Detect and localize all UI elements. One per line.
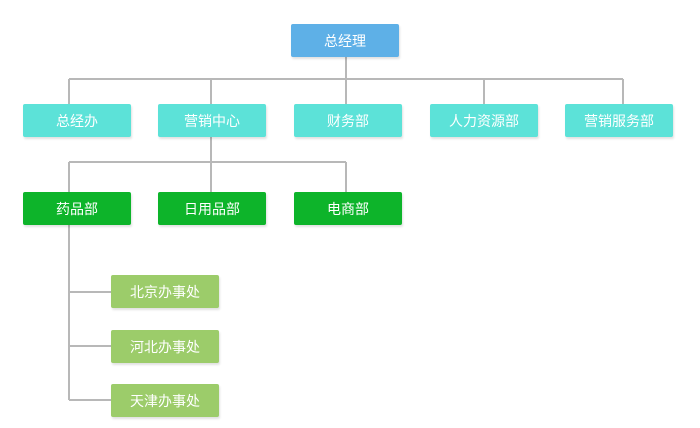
node-tianjin-office: 天津办事处	[111, 384, 219, 417]
node-human-resources: 人力资源部	[430, 104, 538, 137]
node-daily-goods-dept: 日用品部	[158, 192, 266, 225]
node-pharma-dept: 药品部	[23, 192, 131, 225]
node-hebei-office: 河北办事处	[111, 330, 219, 363]
node-ecommerce-dept: 电商部	[294, 192, 402, 225]
node-marketing-service: 营销服务部	[565, 104, 673, 137]
node-beijing-office: 北京办事处	[111, 275, 219, 308]
node-finance: 财务部	[294, 104, 402, 137]
node-general-manager: 总经理	[291, 24, 399, 57]
node-general-office: 总经办	[23, 104, 131, 137]
node-marketing-center: 营销中心	[158, 104, 266, 137]
